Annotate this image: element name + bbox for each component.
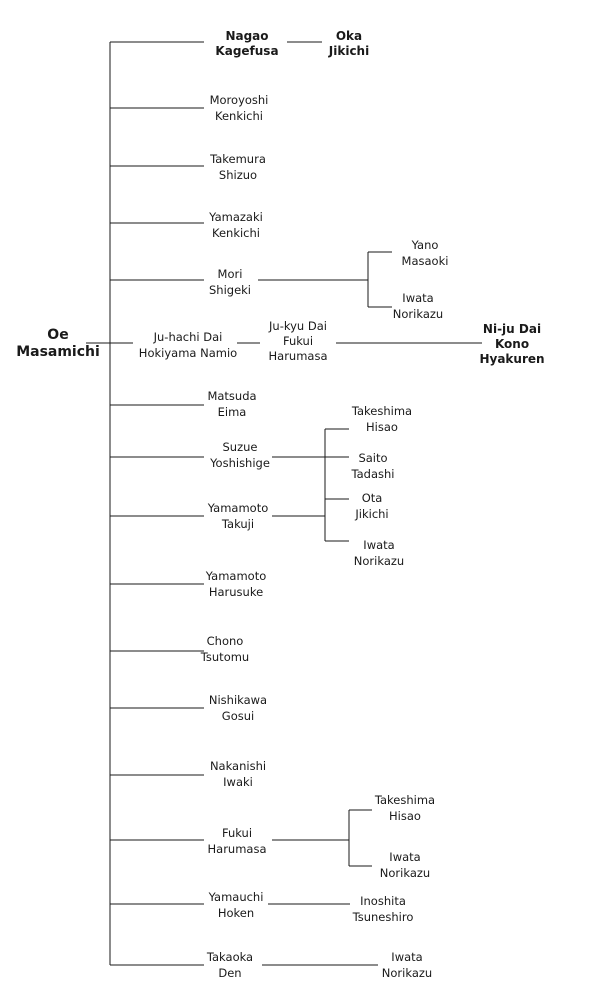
node-label-chono-line-0: Chono	[207, 634, 244, 648]
node-label-nijudai-line-1: Kono	[495, 337, 529, 351]
connector-lines	[86, 41, 482, 966]
node-label-iwata_t-line-1: Norikazu	[382, 966, 432, 980]
node-label-takaoka-line-0: Takaoka	[206, 950, 253, 964]
node-label-nakanishi-line-1: Iwaki	[223, 775, 253, 789]
node-label-mori-line-1: Shigeki	[209, 283, 251, 297]
node-label-jukyu-line-1: Fukui	[283, 334, 313, 348]
node-label-inoshita-line-1: Tsuneshiro	[352, 910, 414, 924]
node-label-nijudai-line-0: Ni-ju Dai	[483, 322, 541, 336]
node-label-takeshima_f-line-1: Hisao	[389, 809, 421, 823]
node-label-juhachi-line-0: Ju-hachi Dai	[153, 330, 223, 344]
node-label-chono-line-1: Tsutomu	[200, 650, 249, 664]
node-labels: OeMasamichiNagaoKagefusaOkaJikichiMoroyo…	[16, 29, 544, 980]
node-label-nagao-line-0: Nagao	[225, 29, 268, 43]
node-label-saito-line-1: Tadashi	[351, 467, 395, 481]
node-label-takeshima_s-line-1: Hisao	[366, 420, 398, 434]
node-label-inoshita-line-0: Inoshita	[360, 894, 406, 908]
node-label-takeshima_f-line-0: Takeshima	[374, 793, 435, 807]
node-label-jukyu-line-2: Harumasa	[269, 349, 328, 363]
node-label-jukyu-line-0: Ju-kyu Dai	[268, 319, 327, 333]
node-label-yamauchi-line-0: Yamauchi	[208, 890, 264, 904]
node-label-nakanishi-line-0: Nakanishi	[210, 759, 266, 773]
node-label-takemura-line-0: Takemura	[209, 152, 266, 166]
node-label-suzue-line-0: Suzue	[223, 440, 258, 454]
node-label-juhachi-line-1: Hokiyama Namio	[139, 346, 237, 360]
node-label-yamamoto_t-line-0: Yamamoto	[207, 501, 269, 515]
node-label-nishikawa-line-0: Nishikawa	[209, 693, 267, 707]
node-label-takaoka-line-1: Den	[218, 966, 241, 980]
node-label-yamamoto_h-line-1: Harusuke	[209, 585, 263, 599]
node-label-yamazaki-line-0: Yamazaki	[208, 210, 263, 224]
node-label-moroyoshi-line-0: Moroyoshi	[210, 93, 269, 107]
node-label-yano-line-1: Masaoki	[402, 254, 449, 268]
node-label-oe-line-1: Masamichi	[16, 344, 100, 360]
node-label-yamamoto_t-line-1: Takuji	[221, 517, 254, 531]
node-label-oe-line-0: Oe	[47, 327, 68, 343]
node-label-yano-line-0: Yano	[411, 238, 439, 252]
node-label-oka-line-0: Oka	[336, 29, 362, 43]
node-label-iwata_yt-line-0: Iwata	[363, 538, 394, 552]
node-label-takemura-line-1: Shizuo	[219, 168, 257, 182]
node-label-iwata_mori-line-1: Norikazu	[393, 307, 443, 321]
node-label-ota-line-0: Ota	[362, 491, 383, 505]
node-label-nagao-line-1: Kagefusa	[215, 44, 278, 58]
node-label-iwata_yt-line-1: Norikazu	[354, 554, 404, 568]
node-label-moroyoshi-line-1: Kenkichi	[215, 109, 263, 123]
node-label-suzue-line-1: Yoshishige	[209, 456, 270, 470]
node-label-nijudai-line-2: Hyakuren	[479, 352, 544, 366]
node-label-iwata_t-line-0: Iwata	[391, 950, 422, 964]
node-label-yamazaki-line-1: Kenkichi	[212, 226, 260, 240]
node-label-yamauchi-line-1: Hoken	[218, 906, 254, 920]
node-label-saito-line-0: Saito	[358, 451, 387, 465]
node-label-matsuda-line-0: Matsuda	[207, 389, 256, 403]
node-label-oka-line-1: Jikichi	[328, 44, 369, 58]
node-label-ota-line-1: Jikichi	[354, 507, 388, 521]
node-label-takeshima_s-line-0: Takeshima	[351, 404, 412, 418]
node-label-iwata_mori-line-0: Iwata	[402, 291, 433, 305]
node-label-matsuda-line-1: Eima	[218, 405, 247, 419]
node-label-fukui-line-1: Harumasa	[208, 842, 267, 856]
node-label-mori-line-0: Mori	[218, 267, 243, 281]
node-label-yamamoto_h-line-0: Yamamoto	[205, 569, 267, 583]
node-label-iwata_f-line-0: Iwata	[389, 850, 420, 864]
node-label-iwata_f-line-1: Norikazu	[380, 866, 430, 880]
node-label-fukui-line-0: Fukui	[222, 826, 252, 840]
node-label-nishikawa-line-1: Gosui	[222, 709, 254, 723]
